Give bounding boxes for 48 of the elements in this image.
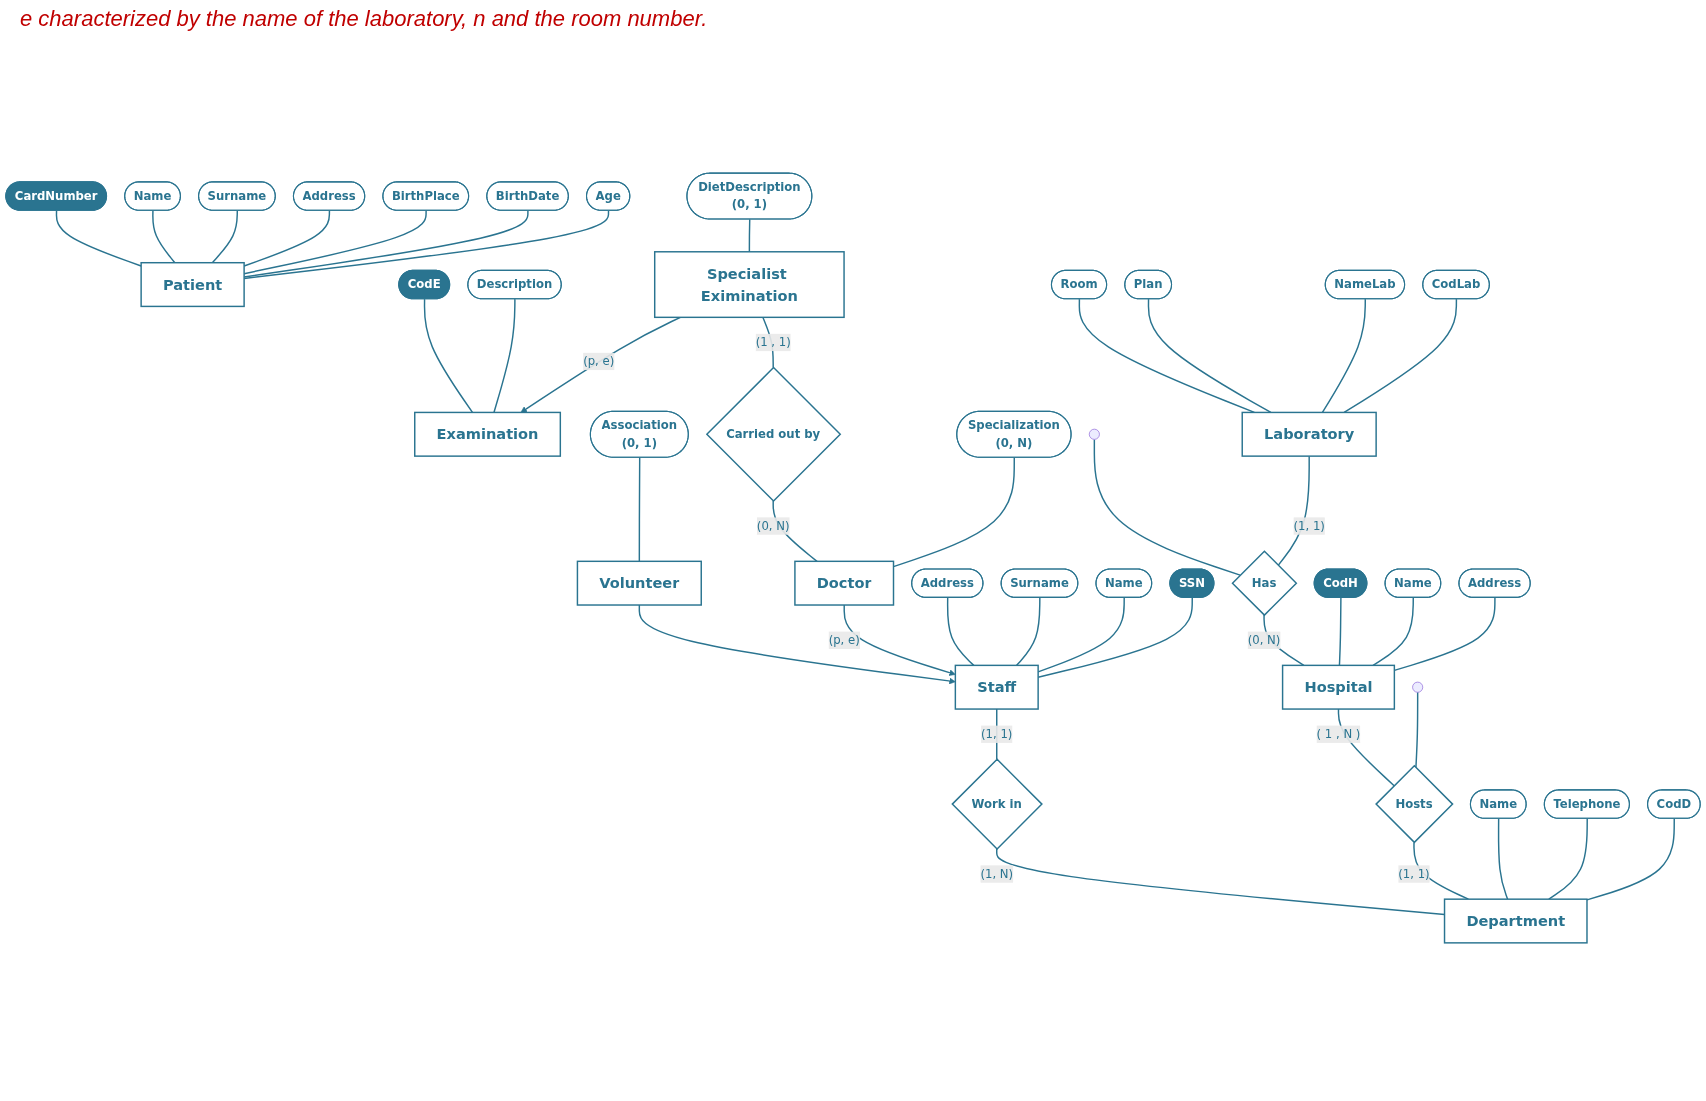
- connector: [1015, 597, 1041, 667]
- connector: [638, 456, 641, 563]
- edge-label: (0, N): [1247, 632, 1281, 647]
- node-diamond: Hosts: [1375, 764, 1454, 844]
- node-box: Laboratory: [1241, 411, 1377, 457]
- note-text: e characterized by the name of the laboratory, n and the room number.: [20, 6, 709, 32]
- connector: [1338, 597, 1342, 667]
- edge-label: (1, 1): [1398, 866, 1430, 881]
- edge-label: (p, e): [828, 632, 860, 647]
- connector: [1321, 298, 1366, 414]
- node-diamond: Has: [1231, 550, 1298, 617]
- connector: [1147, 298, 1272, 414]
- arrow: [843, 604, 956, 676]
- edge-label: (1, 1): [1293, 518, 1325, 533]
- node-diamond: Work in: [951, 758, 1043, 850]
- arrow: [638, 604, 956, 685]
- node-circle: [1088, 428, 1100, 440]
- node-box: Doctor: [794, 560, 895, 606]
- edge-label: (1 , 1): [755, 335, 791, 350]
- node-box: Staff: [954, 664, 1039, 710]
- edge-label: (1, N): [980, 866, 1014, 881]
- node-box: Hospital: [1281, 664, 1396, 710]
- edge-label: ( 1 , N ): [1316, 726, 1361, 741]
- connector: [423, 298, 474, 414]
- connector: [1078, 298, 1256, 414]
- connector: [748, 218, 751, 253]
- node-box: Examination: [414, 411, 562, 457]
- node-box: Patient: [140, 261, 245, 308]
- connector: [493, 298, 516, 414]
- node-box: Department: [1443, 898, 1588, 944]
- connector: [1497, 817, 1509, 900]
- node-circle: [1412, 681, 1424, 693]
- edge-label: (0, N): [756, 518, 790, 533]
- connector: [1586, 817, 1675, 901]
- edge-label: (1, 1): [981, 726, 1013, 741]
- connector: [55, 209, 142, 267]
- node-box: Specialist Eximination: [654, 251, 845, 319]
- connector: [1343, 298, 1458, 414]
- edge-label: (p, e): [583, 354, 615, 368]
- connector: [1548, 817, 1588, 900]
- node-diamond: Carried out by: [705, 366, 842, 502]
- connector: [211, 209, 238, 264]
- connector: [1372, 597, 1414, 667]
- connector: [946, 597, 975, 667]
- arrow: [520, 316, 682, 413]
- connector: [152, 209, 176, 264]
- connector: [1093, 438, 1241, 576]
- node-box: Volunteer: [576, 560, 702, 606]
